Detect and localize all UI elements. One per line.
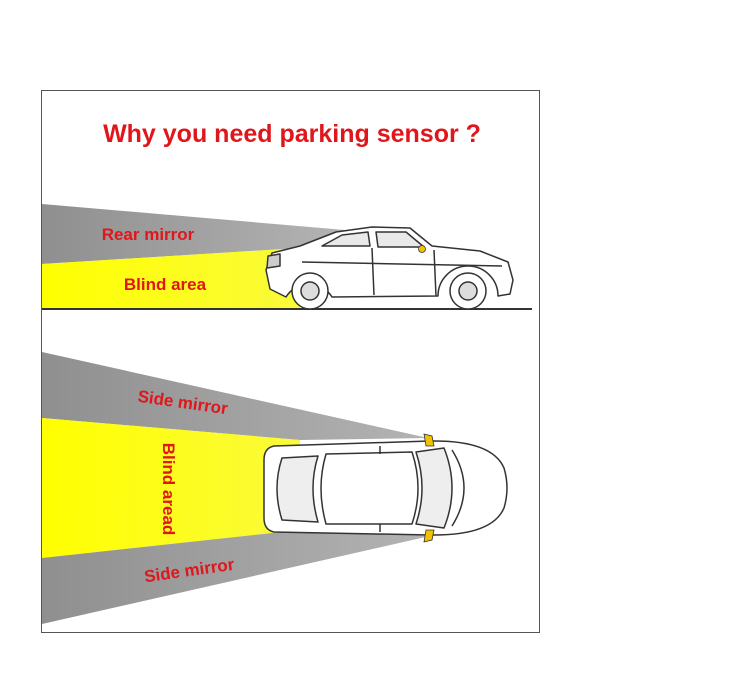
blind-aread-label: Blind aread — [159, 443, 178, 536]
side-view: Rear mirror Blind area — [42, 204, 532, 310]
car-side-rear-window — [321, 231, 371, 247]
diagram-title: Why you need parking sensor ? — [103, 120, 481, 148]
rear-mirror-indicator — [418, 245, 426, 253]
car-side-door-line — [371, 247, 375, 296]
side-mirror-zone-bottom — [42, 530, 430, 624]
side-mirror-indicator-left — [423, 433, 435, 447]
car-side-door-line — [433, 249, 437, 297]
car-top-roof — [320, 451, 419, 525]
car-side-rear-hub — [300, 281, 320, 301]
car-side-taillight — [266, 253, 281, 269]
rear-mirror-label: Rear mirror — [102, 225, 195, 244]
car-top-hood-line — [451, 449, 465, 527]
car-top-view — [263, 440, 508, 536]
rear-mirror-zone — [42, 204, 345, 264]
car-top-rear-window — [276, 455, 319, 523]
side-mirror-indicator-right — [423, 529, 435, 543]
rear-blind-zone — [42, 248, 300, 309]
car-side-belt-line — [301, 261, 503, 267]
side-blind-zone — [42, 418, 300, 558]
car-top-windshield — [415, 447, 453, 529]
side-mirror-zone-top — [42, 352, 428, 440]
car-side-view — [265, 226, 514, 310]
blind-area-label: Blind area — [124, 275, 207, 294]
top-view: Side mirror Blind aread Side mirror — [42, 352, 508, 624]
car-side-front-hub — [458, 281, 478, 301]
